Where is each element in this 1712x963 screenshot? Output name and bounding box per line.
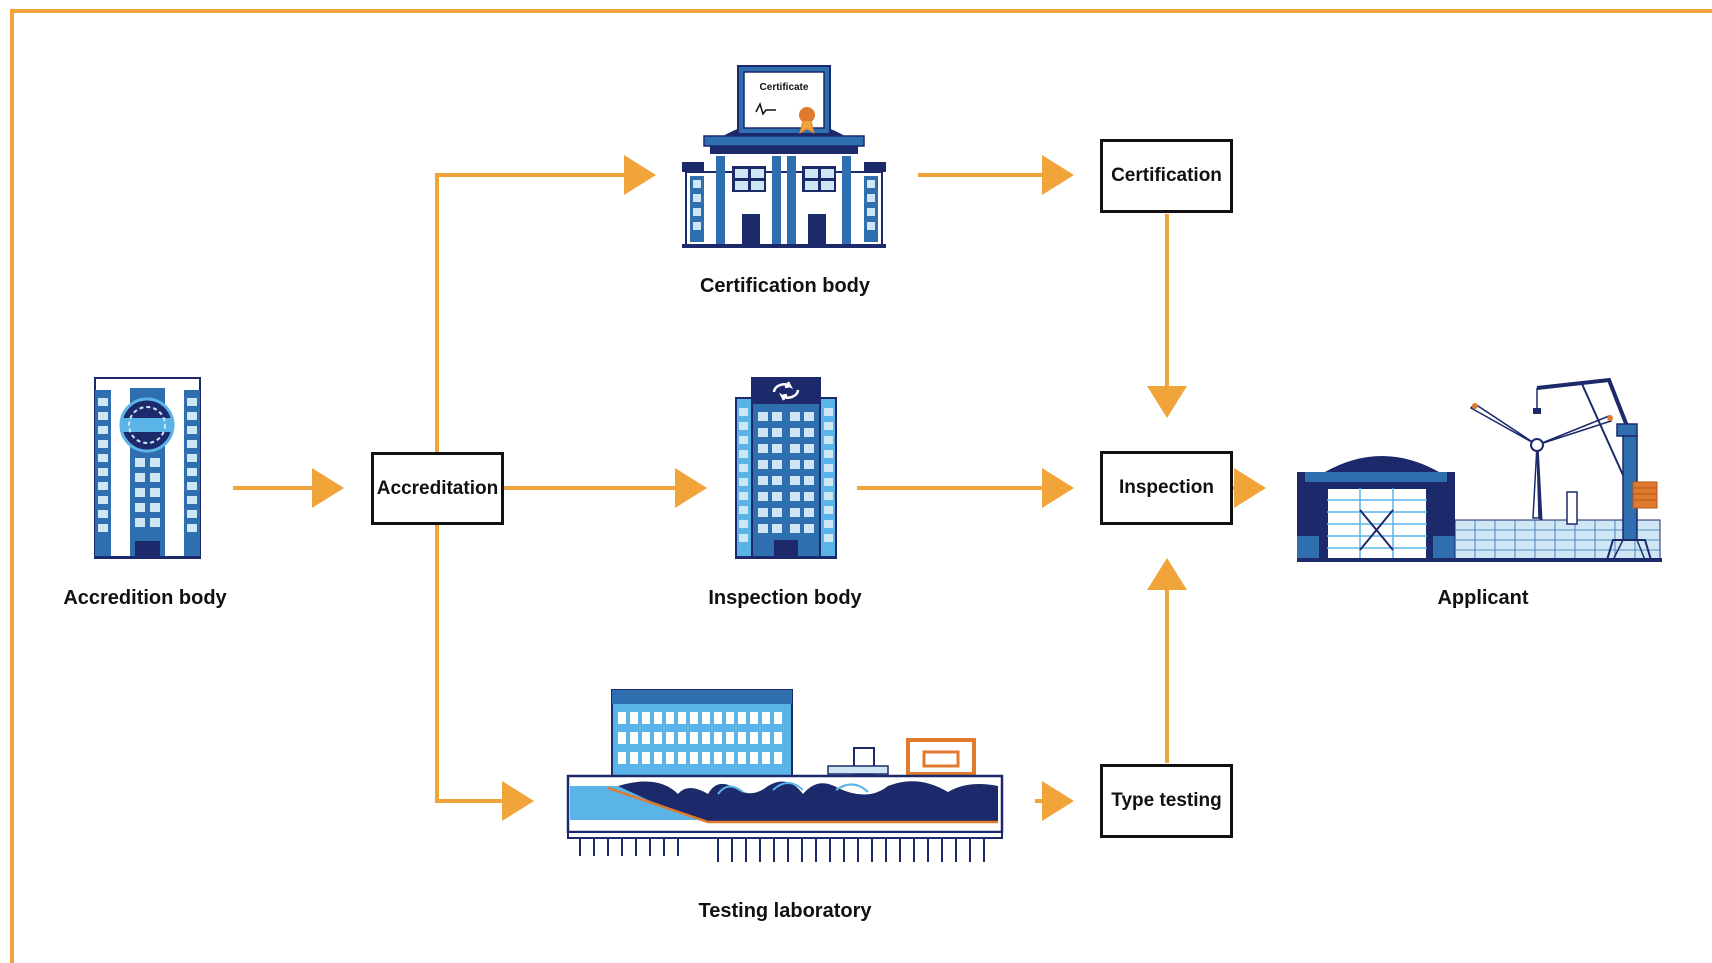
port-with-crane-and-wind-turbine-icon (1297, 377, 1662, 562)
wave-basin-laboratory-icon (566, 689, 1004, 862)
type-testing-box: Type testing (1100, 764, 1233, 838)
certificate-text: Certificate (760, 82, 809, 93)
accredition-body-label: Accredition body (63, 587, 227, 609)
certification-label: Certification (1111, 165, 1222, 186)
applicant-label: Applicant (1437, 587, 1529, 609)
arrow-accreditation-to-testlab (435, 524, 534, 821)
inspection-box: Inspection (1100, 451, 1233, 525)
inspection-body-label: Inspection body (708, 587, 862, 609)
inspection-label: Inspection (1118, 477, 1214, 498)
accreditation-label: Accreditation (376, 477, 499, 499)
connectors (233, 155, 1266, 821)
classical-building-with-certificate-icon: Certificate (682, 65, 886, 248)
office-tower-with-cycle-icon (735, 377, 837, 559)
type-testing-label: Type testing (1111, 790, 1222, 811)
testing-laboratory-label: Testing laboratory (698, 900, 872, 922)
arrow-accreditation-to-certbody (435, 155, 656, 452)
certification-body-label: Certification body (699, 275, 871, 297)
frame-border (10, 9, 1712, 963)
accreditation-box: Accreditation (371, 452, 504, 525)
certification-box: Certification (1100, 139, 1233, 213)
office-tower-with-globe-icon (94, 377, 201, 559)
